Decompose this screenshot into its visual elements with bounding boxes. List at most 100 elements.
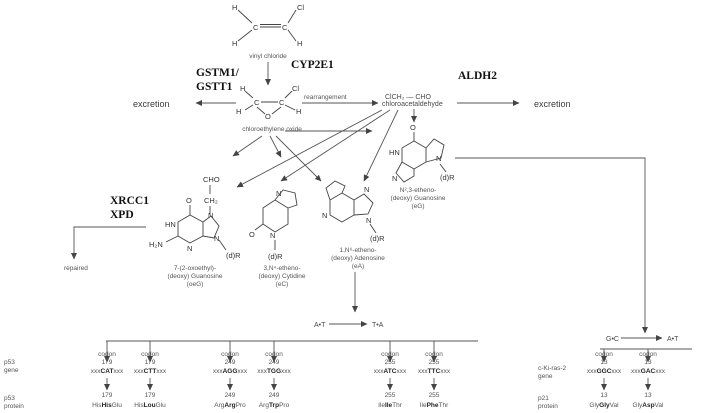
p53-protein-label: protein [4, 403, 24, 410]
excretion-left-label: excretion [133, 99, 170, 109]
codon-number: 249 [225, 359, 236, 366]
atom-label: N [366, 216, 371, 225]
atom-label: N [364, 185, 369, 194]
adduct-ec-name: 3,N⁴-etheno- [263, 265, 300, 272]
adduct-ea-name: 1,N⁶-etheno- [339, 247, 376, 254]
atom-label: O [410, 123, 416, 132]
codon-word: codon [639, 351, 657, 358]
amino-acid-sequence: ArgTrpPro [259, 402, 290, 409]
atom-label: H [236, 107, 241, 116]
atom-label: H [296, 107, 301, 116]
codon-sequence: xxxCTTxxx [134, 368, 167, 375]
codon-sequence: xxxGGCxxx [587, 368, 622, 375]
codon-number: 255 [385, 359, 396, 366]
atom-label: H [232, 3, 237, 12]
codon-word: codon [425, 351, 443, 358]
amino-acid-position: 255 [429, 392, 440, 399]
p21-protein-label: protein [538, 403, 558, 410]
rearrangement-label: rearrangement [304, 94, 347, 101]
atom-label: N [322, 211, 327, 220]
amino-acid-position: 249 [269, 392, 280, 399]
amino-acid-position: 179 [102, 392, 113, 399]
codon-word: codon [141, 351, 159, 358]
codon-number: 13 [600, 359, 608, 366]
amino-acid-sequence: GlyGlyVal [589, 402, 619, 409]
p21-protein-label: p21 [538, 395, 549, 402]
atom-label: Cl [292, 84, 299, 93]
codon-word: codon [265, 351, 283, 358]
adduct-oeg-name: (deoxy) Guanosine [168, 273, 223, 280]
atom-label: H [297, 39, 302, 48]
adduct-oeg-structure: CHO CH₂ O HN N N N H₂N (d)R 7-(2-oxoethy… [149, 175, 241, 288]
codon-word: codon [98, 351, 116, 358]
atom-label: N [270, 231, 275, 240]
enzyme-aldh2: ALDH2 [458, 70, 497, 82]
atom-label: N [436, 154, 441, 163]
atom-label: HN [165, 220, 176, 229]
adduct-oeg-name: 7-(2-oxoethyl)- [174, 265, 216, 272]
adduct-ec-abbrev: (eC) [276, 281, 289, 288]
adduct-eg-structure: O HN N N (d)R N²,3-etheno- (deoxy) Guano… [389, 123, 455, 210]
chloroacetaldehyde-formula: ClCH₂ — CHO [385, 94, 431, 101]
amino-acid-sequence: IlePheThr [420, 402, 449, 409]
codon-word: codon [595, 351, 613, 358]
codon-sequence: xxxCATxxx [91, 368, 124, 375]
codon-word: codon [381, 351, 399, 358]
adduct-ec-name: (deoxy) Cytidine [259, 273, 306, 280]
codon-sequence: xxxAGGxxx [213, 368, 248, 375]
amino-acid-position: 179 [145, 392, 156, 399]
adduct-eg-abbrev: (eG) [412, 203, 425, 210]
amino-acid-position: 249 [225, 392, 236, 399]
atom-label: N [214, 234, 219, 243]
p53-protein-label: p53 [4, 395, 15, 402]
amino-acid-position: 255 [385, 392, 396, 399]
kras-gene-label: c-Ki-ras-2 [538, 365, 567, 372]
atom-label: (d)R [440, 173, 455, 182]
amino-acid-sequence: GlyAspVal [633, 402, 664, 409]
at-from-label: A•T [314, 322, 326, 329]
chloroethylene-oxide-label: chloroethylene oxide [242, 126, 302, 133]
adduct-eg-name: (deoxy) Guanosine [391, 195, 446, 202]
amino-acid-position: 13 [644, 392, 652, 399]
atom-label: C [253, 23, 259, 32]
enzyme-xpd: XPD [110, 209, 134, 221]
codon-sequence: xxxTGGxxx [257, 368, 291, 375]
atom-label: N [392, 174, 397, 183]
p53-gene-label: gene [4, 367, 19, 374]
adduct-ea-name: (deoxy) Adenosine [331, 255, 385, 262]
at-to-label: T•A [372, 322, 384, 329]
atom-label: CH₂ [204, 196, 218, 205]
atom-label: H₂N [149, 240, 163, 249]
atom-label: N [208, 211, 213, 220]
codon-number: 255 [429, 359, 440, 366]
atom-label: N [187, 244, 192, 253]
chloroacetaldehyde-label: chloroacetaldehyde [382, 101, 443, 108]
codon-number: 179 [102, 359, 113, 366]
adduct-ec-structure: N N O (d)R 3,N⁴-etheno- (deoxy) Cytidine… [249, 189, 306, 288]
enzyme-xrcc1: XRCC1 [110, 195, 149, 207]
repaired-label: repaired [64, 265, 88, 272]
atom-label: HN [389, 148, 400, 157]
adduct-eg-name: N²,3-etheno- [400, 187, 437, 194]
atom-label: H [232, 39, 237, 48]
atom-label: (d)R [226, 251, 241, 260]
atom-label: H [240, 84, 245, 93]
atom-label: C [282, 23, 288, 32]
excretion-right-label: excretion [534, 99, 571, 109]
adduct-ea-structure: N N N (d)R 1,N⁶-etheno- (deoxy) Adenosin… [322, 180, 385, 270]
amino-acid-sequence: IleIleThr [378, 402, 403, 409]
amino-acid-sequence: ArgArgPro [214, 402, 246, 409]
amino-acid-sequence: HisHisGlu [92, 402, 122, 409]
atom-label: C [254, 98, 260, 107]
codon-sequence: xxxATCxxx [374, 368, 407, 375]
adduct-ea-abbrev: (eA) [352, 263, 364, 270]
codon-number: 249 [269, 359, 280, 366]
atom-label: CHO [203, 175, 220, 184]
adduct-formation-arrows [232, 109, 417, 188]
atom-label: O [265, 112, 271, 121]
amino-acid-position: 13 [600, 392, 608, 399]
mutation-columns: codon179xxxCATxxx179HisHisGlucodon179xxx… [91, 341, 666, 409]
enzyme-gstt1: GSTT1 [196, 81, 233, 93]
enzyme-gstm1: GSTM1/ [196, 67, 240, 79]
